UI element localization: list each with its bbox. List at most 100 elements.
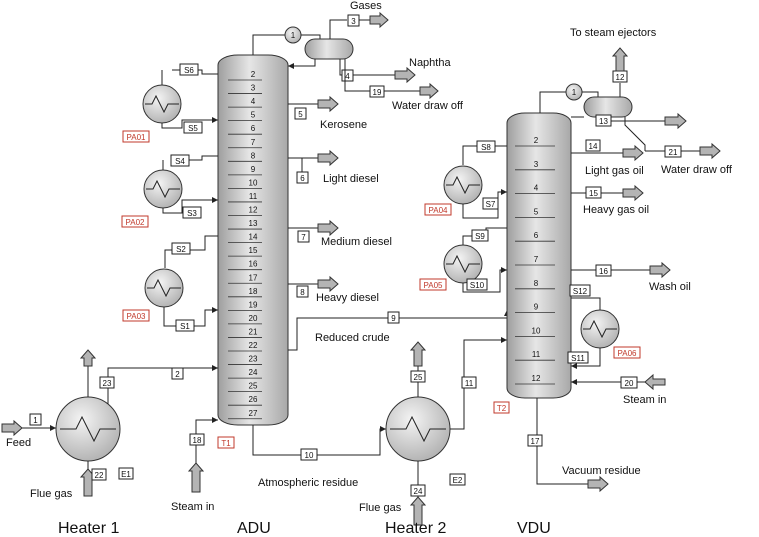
tray-number: 5 [251,111,256,120]
svg-text:S12: S12 [573,287,588,296]
vacuum-residue-arrow-icon [587,475,609,493]
kerosene-arrow-icon [317,95,339,113]
vdu-side-products: 14 Light gas oil 15 Heavy gas oil 16 Was… [493,139,691,537]
tray-number: 21 [249,327,258,336]
vdu-title: VDU [517,520,551,537]
atmospheric-residue-label: Atmospheric residue [258,477,358,489]
tray-number: 19 [249,300,258,309]
e2-tag: E2 [453,476,463,485]
pa04-tag: PA04 [429,206,449,215]
e1-tag: E1 [121,470,131,479]
tray-number: 9 [251,165,256,174]
svg-text:15: 15 [589,189,598,198]
tray-number: 3 [251,84,256,93]
vdu-water-draw-off-label: Water draw off [661,164,733,176]
pa02-tag: PA02 [126,218,146,227]
tray-number: 26 [249,395,258,404]
light-gas-oil-label: Light gas oil [585,165,644,177]
tray-number: 12 [532,374,541,383]
flue-gas-1-label: Flue gas [30,488,73,500]
feed-label: Feed [6,437,31,449]
heavy-gas-oil-arrow-icon [622,184,644,202]
gases-label: Gases [350,0,382,12]
tray-number: 22 [249,341,258,350]
adu-bottom: 18 T1 Steam in ADU 10 Atmospheric residu… [171,417,386,537]
svg-text:S2: S2 [176,245,186,254]
tray-number: 12 [249,206,258,215]
heavy-gas-oil-label: Heavy gas oil [583,204,649,216]
svg-text:11: 11 [465,379,474,388]
vdu-overhead-liquid-arrow-icon [664,112,687,130]
pa01-tag: PA01 [127,133,147,142]
adu-water-arrow-icon [419,82,439,100]
svg-text:S5: S5 [188,124,198,133]
adu-reflux-drum [304,38,354,60]
tray-number: 10 [532,326,541,335]
tray-number: 18 [249,287,258,296]
heavy-diesel-label: Heavy diesel [316,292,379,304]
vdu-steam-arrow-icon [644,373,666,391]
steam-ejector-arrow-icon [611,47,629,72]
adu-condenser-label: 1 [291,31,296,40]
adu-title: ADU [237,520,271,537]
svg-text:2: 2 [175,370,180,379]
tray-number: 17 [249,273,258,282]
light-gas-oil-arrow-icon [622,144,644,162]
svg-text:23: 23 [103,379,112,388]
pa05-tag: PA05 [424,281,444,290]
vdu-overhead-drum [583,96,633,118]
light-diesel-arrow-icon [317,149,339,167]
heater2-title: Heater 2 [385,520,446,537]
svg-text:S6: S6 [184,66,194,75]
tray-number: 11 [532,350,541,359]
light-diesel-label: Light diesel [323,173,379,185]
adu-tray-group: 2345678910111213141516171819202122232425… [228,70,262,420]
feed-arrow-icon [1,419,23,437]
svg-text:20: 20 [625,379,634,388]
heater1-title: Heater 1 [58,520,119,537]
adu-overhead: 1 3 Gases 4 Naphtha 19 Water draw off [252,0,464,112]
tray-number: 8 [534,279,539,288]
kerosene-label: Kerosene [320,119,367,131]
medium-diesel-arrow-icon [317,219,339,237]
tray-number: 4 [534,184,539,193]
svg-text:24: 24 [414,487,423,496]
flue-gas-2-label: Flue gas [359,502,402,514]
svg-text:9: 9 [391,314,396,323]
vdu-water-arrow-icon [699,142,721,160]
adu-steam-in-label: Steam in [171,501,214,513]
adu-steam-arrow-icon [187,462,205,493]
pa06-tag: PA06 [618,349,638,358]
vdu-pumparounds: S8 S7 PA04 S9 S10 PA05 S12 S11 PA06 [419,140,641,369]
svg-text:12: 12 [616,73,625,82]
t1-tag: T1 [221,439,231,448]
svg-text:19: 19 [373,88,382,97]
tray-number: 7 [251,138,256,147]
svg-text:22: 22 [95,471,104,480]
svg-text:8: 8 [300,288,305,297]
svg-text:7: 7 [301,233,306,242]
tray-number: 23 [249,355,258,364]
svg-text:6: 6 [300,174,305,183]
wash-oil-arrow-icon [649,261,671,279]
svg-text:5: 5 [298,110,303,119]
svg-text:21: 21 [669,148,678,157]
svg-text:13: 13 [599,117,608,126]
to-steam-ejectors-label: To steam ejectors [570,27,657,39]
svg-text:S4: S4 [175,157,185,166]
heater-1: 1 Feed 2 23 22 E1 Flue gas Heater 1 [1,349,218,537]
wash-oil-label: Wash oil [649,281,691,293]
svg-text:S1: S1 [180,322,190,331]
tray-number: 3 [534,160,539,169]
tray-number: 13 [249,219,258,228]
tray-number: 4 [251,97,256,106]
tray-number: 14 [249,233,258,242]
adu-pumparounds: S6 S5 PA01 S4 S3 PA02 S2 S1 PA03 [121,63,218,332]
svg-text:S8: S8 [481,143,491,152]
svg-text:17: 17 [531,437,540,446]
tray-number: 2 [534,136,539,145]
heater2-stack-arrow-icon [409,341,427,367]
